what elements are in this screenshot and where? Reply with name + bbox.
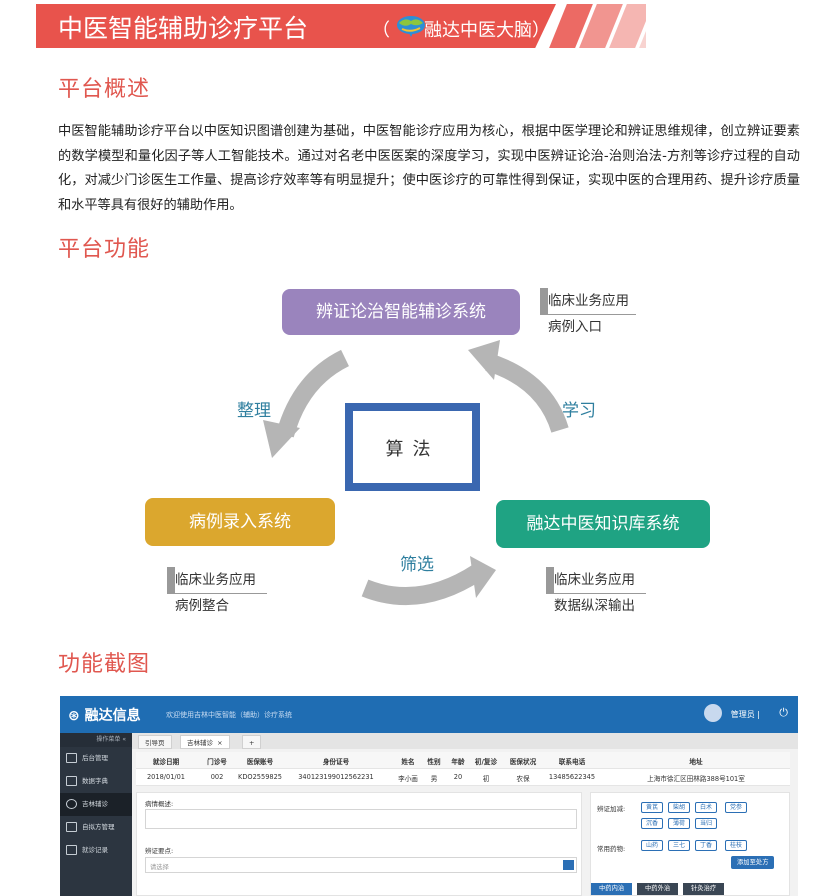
table-header-cell: 身份证号 <box>322 758 350 766</box>
arrow-label-filter: 筛选 <box>400 555 434 575</box>
herbs-label: 常用药物: <box>597 845 626 853</box>
table-header-cell: 初/复诊 <box>474 758 498 766</box>
sidebar-item-dictionary[interactable]: 数据字典 <box>60 770 132 793</box>
tab-internal-medicine[interactable]: 中药内治 <box>591 883 633 895</box>
patient-table: 就诊日期 门诊号 医保账号 身份证号 姓名 性别 年龄 初/复诊 医保状况 联系电话 地址 2018… <box>136 752 790 786</box>
chip-herb[interactable]: 丁香 <box>695 840 718 851</box>
app-logo: ⊛ 融达信息 <box>68 708 141 724</box>
chip-syndrome[interactable]: 当归 <box>695 818 718 829</box>
app-screenshot: ⊛ 融达信息 欢迎使用吉林中医智能（辅助）诊疗系统 管理员 | ⏻ 操作菜单 «… <box>60 696 798 896</box>
app-tabs: 引导页 吉林辅诊 × + <box>132 733 798 749</box>
table-cell: 上海市徐汇区田林路388号101室 <box>647 775 745 783</box>
overview-paragraph: 中医智能辅助诊疗平台以中医知识图谱创建为基础，中医智能诊疗应用为核心，根据中医学… <box>58 124 800 213</box>
learn-arrow-icon <box>485 353 569 433</box>
table-cell: 20 <box>453 773 463 781</box>
tab-guide[interactable]: 引导页 <box>138 735 172 749</box>
functions-heading: 平台功能 <box>58 237 151 262</box>
table-cell: 2018/01/01 <box>146 773 186 781</box>
node-diagnosis-system: 辨证论治智能辅诊系统 <box>282 289 520 335</box>
illness-textarea[interactable] <box>145 809 577 829</box>
chip-herb[interactable]: 三七 <box>668 840 691 851</box>
chip-syndrome[interactable]: 薄荷 <box>668 818 691 829</box>
chip-syndrome[interactable]: 党参 <box>725 802 748 813</box>
table-header-cell: 年龄 <box>451 758 465 766</box>
table-row[interactable]: 2018/01/01 002 KDO2559825 34012319901256223… <box>136 769 790 786</box>
user-name[interactable]: 管理员 | <box>730 710 760 719</box>
chip-syndrome[interactable]: 黄芪 <box>641 802 664 813</box>
banner-subtitle: （融达中医大脑） <box>372 20 550 41</box>
table-header-cell: 门诊号 <box>207 758 227 766</box>
overview-heading: 平台概述 <box>58 77 151 102</box>
key-points-label: 辨证要点: <box>145 847 174 855</box>
sidebar-item-records[interactable]: 就诊记录 <box>60 839 132 862</box>
filter-arrow-icon <box>361 564 483 605</box>
list-icon <box>66 822 77 832</box>
stethoscope-icon <box>66 799 77 809</box>
screenshot-heading: 功能截图 <box>58 652 151 677</box>
chip-syndrome[interactable]: 柴胡 <box>668 802 691 813</box>
node-knowledge-base-system: 融达中医知识库系统 <box>496 500 710 548</box>
app-header: ⊛ 融达信息 欢迎使用吉林中医智能（辅助）诊疗系统 管理员 | ⏻ <box>60 696 798 733</box>
tags-diagnosis-system: 临床业务应用 病例入口 <box>540 288 640 342</box>
brain-logo-icon <box>397 16 425 37</box>
cycle-arrows <box>263 340 569 605</box>
algorithm-box: 算法 <box>345 403 480 491</box>
table-cell: 002 <box>210 773 224 781</box>
herbs-panel: 辨证加减: 黄芪 柴胡 白术 党参 沉香 薄荷 当归 常用药物: 山药 三七 丁… <box>590 792 790 896</box>
table-cell: 农保 <box>516 775 530 783</box>
tags-knowledge-base-system: 临床业务应用 数据纵深输出 <box>546 567 650 621</box>
avatar-icon[interactable] <box>704 704 722 722</box>
add-to-prescription-button[interactable]: 添加至处方 <box>731 856 775 869</box>
table-header-cell: 就诊日期 <box>152 758 180 766</box>
list-icon <box>66 753 77 763</box>
arrow-label-organize: 整理 <box>237 401 271 421</box>
case-panel: 病情概述: 辨证要点: 请选择 <box>136 792 582 896</box>
tab-acupuncture[interactable]: 针灸治疗 <box>683 883 725 895</box>
tab-diagnosis[interactable]: 吉林辅诊 × <box>180 735 230 749</box>
table-cell: 340123199012562231 <box>298 773 374 781</box>
sidebar-header[interactable]: 操作菜单 « <box>60 733 132 747</box>
arrow-label-learn: 学习 <box>562 401 596 421</box>
table-header-cell: 姓名 <box>401 758 415 766</box>
illness-label: 病情概述: <box>145 800 174 808</box>
app-sidebar: 操作菜单 « 后台管理 数据字典 吉林辅诊 自拟方管理 就诊记录 <box>60 733 132 896</box>
tab-external-medicine[interactable]: 中药外治 <box>637 883 679 895</box>
key-points-select[interactable]: 请选择 <box>145 857 577 873</box>
table-cell: KDO2559825 <box>238 773 282 781</box>
add-tab-button[interactable]: + <box>242 735 262 749</box>
syndrome-label: 辨证加减: <box>597 805 626 813</box>
chip-syndrome[interactable]: 白术 <box>695 802 718 813</box>
table-header-cell: 医保状况 <box>509 758 537 766</box>
table-header-cell: 性别 <box>427 758 441 766</box>
table-cell: 初 <box>482 775 490 783</box>
chevron-down-icon <box>563 860 574 870</box>
power-icon[interactable]: ⏻ <box>779 706 788 719</box>
brand-name: 融达中医大脑 <box>424 20 532 41</box>
table-header-cell: 地址 <box>689 758 703 766</box>
chip-syndrome[interactable]: 沉香 <box>641 818 664 829</box>
list-icon <box>66 776 77 786</box>
chip-herb[interactable]: 桂枝 <box>725 840 748 851</box>
table-cell: 13485622345 <box>548 773 596 781</box>
table-header-cell: 医保账号 <box>246 758 274 766</box>
close-icon: × <box>217 739 223 747</box>
document-icon <box>66 845 77 855</box>
table-cell: 男 <box>430 775 438 783</box>
chip-herb[interactable]: 山药 <box>641 840 664 851</box>
node-case-entry-system: 病例录入系统 <box>145 498 335 546</box>
sidebar-item-admin[interactable]: 后台管理 <box>60 747 132 770</box>
table-header-cell: 联系电话 <box>558 758 586 766</box>
tags-case-entry-system: 临床业务应用 病例整合 <box>167 567 271 621</box>
welcome-text: 欢迎使用吉林中医智能（辅助）诊疗系统 <box>166 711 292 719</box>
sidebar-item-prescription[interactable]: 自拟方管理 <box>60 816 132 839</box>
sidebar-item-diagnosis[interactable]: 吉林辅诊 <box>60 793 132 816</box>
title-banner: 中医智能辅助诊疗平台 （融达中医大脑） <box>36 4 646 48</box>
algorithm-label: 算法 <box>385 439 440 460</box>
banner-bar <box>36 4 556 48</box>
table-header: 就诊日期 门诊号 医保账号 身份证号 姓名 性别 年龄 初/复诊 医保状况 联系电话 地址 <box>136 752 790 769</box>
banner-title: 中医智能辅助诊疗平台 <box>58 14 309 43</box>
organize-arrow-icon <box>276 349 350 438</box>
table-cell: 李小画 <box>398 775 418 783</box>
